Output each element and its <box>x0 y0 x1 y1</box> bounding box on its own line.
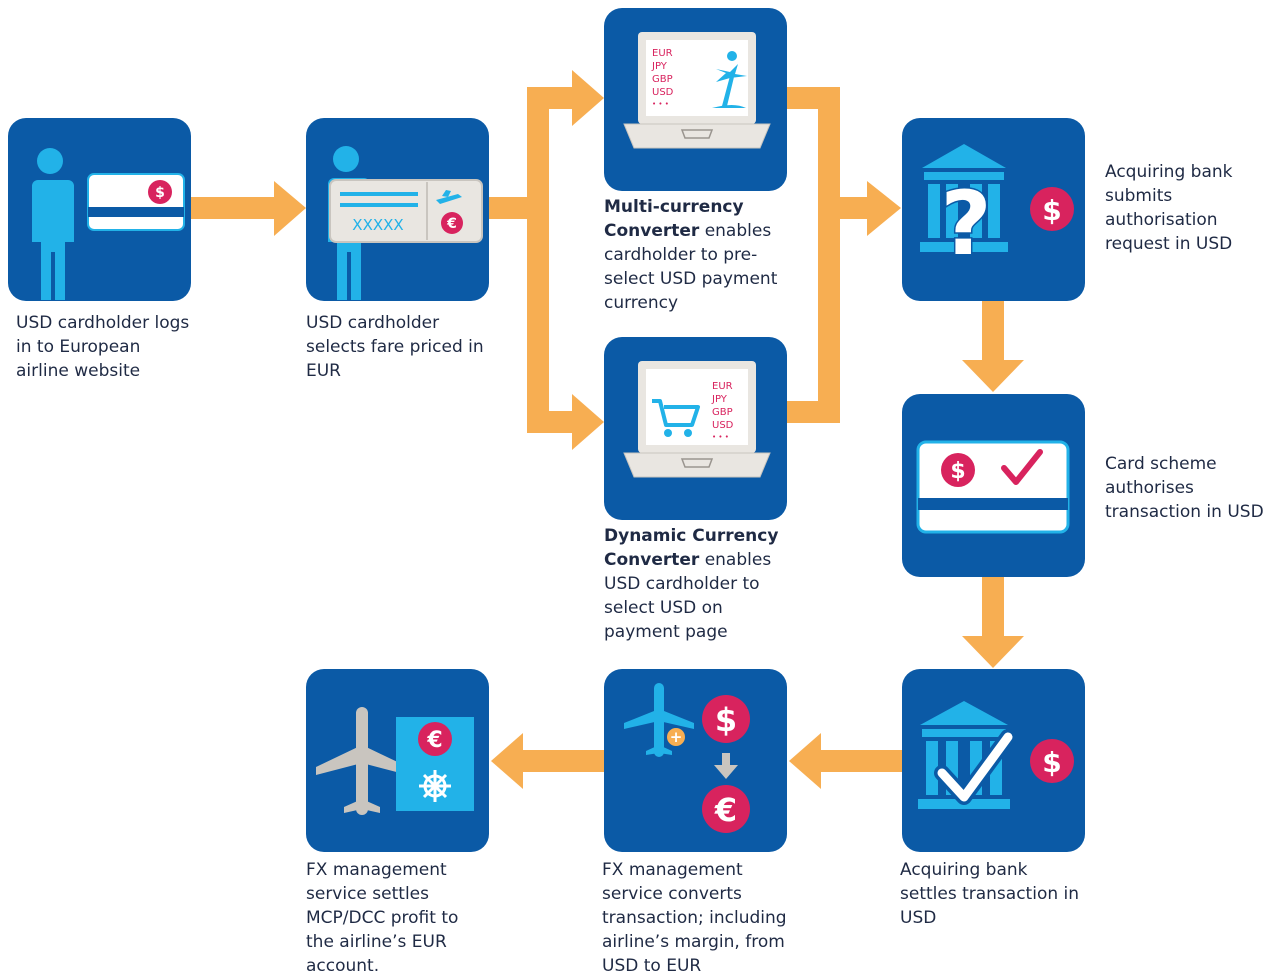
laptop-mcp-icon: EUR JPY GBP USD • • • <box>623 32 771 149</box>
mcp-ellipsis: • • • <box>652 100 669 108</box>
step-fx-settle-tile: € <box>306 669 489 852</box>
step-scheme-tile: $ <box>902 394 1085 577</box>
dcc-ellipsis: • • • <box>712 433 729 441</box>
dollar-symbol: $ <box>715 701 737 739</box>
step-scheme-caption: Card scheme authorises transaction in US… <box>1105 454 1264 522</box>
step-acq-settle-tile: $ <box>902 669 1085 852</box>
plane-glyph <box>436 190 462 204</box>
card-authorised-icon: $ <box>916 440 1070 534</box>
step-mcp-caption-rest: enables cardholder to pre-select USD pay… <box>604 221 778 313</box>
step-login-caption: USD cardholder logs in to European airli… <box>16 313 190 381</box>
airplane-icon <box>624 683 694 757</box>
plus-symbol: + <box>670 728 683 746</box>
step-fx-convert-tile: + $ € <box>604 669 787 852</box>
bank-check-icon: $ <box>918 701 1074 809</box>
dollar-symbol: $ <box>950 459 965 484</box>
bank-building-icon <box>920 144 1008 252</box>
step-dcc-caption-rest: enables USD cardholder to select USD on … <box>604 550 772 642</box>
dcc-currency-1: EUR <box>712 381 733 392</box>
dcc-currency-4: USD <box>712 420 734 431</box>
laptop-dcc-icon: EUR JPY GBP USD • • • <box>623 361 771 478</box>
step-mcp-tile: EUR JPY GBP USD • • • <box>604 8 787 191</box>
dcc-currency-3: GBP <box>712 407 733 418</box>
step-mcp-caption: Multi-currency Converter enables cardhol… <box>604 195 789 315</box>
step-acq-request-caption: Acquiring bank submits authorisation req… <box>1105 162 1233 254</box>
euro-symbol: € <box>446 216 457 232</box>
question-mark: ? <box>940 172 991 275</box>
step-acq-request-tile: ? $ <box>902 118 1085 301</box>
palm-tree-icon <box>716 64 747 106</box>
step-dcc-caption-bold: Dynamic Currency Converter <box>604 526 779 570</box>
mcp-currency-1: EUR <box>652 48 673 59</box>
mcp-currency-3: GBP <box>652 74 673 85</box>
checkmark-icon <box>1001 449 1043 485</box>
ticket-with-euro-icon: XXXXX € <box>328 146 483 300</box>
mcp-currency-2: JPY <box>651 61 668 72</box>
dollar-symbol: $ <box>1042 194 1061 227</box>
step-dcc-caption: Dynamic Currency Converter enables USD c… <box>604 524 789 644</box>
step-select-fare-tile: XXXXX € <box>306 118 489 301</box>
step-select-fare-caption: USD cardholder selects fare priced in EU… <box>306 313 484 381</box>
step-fx-convert-caption: FX management service converts transacti… <box>602 860 787 976</box>
step-login-tile: $ <box>8 118 191 301</box>
step-mcp-caption-bold: Multi-currency Converter <box>604 197 744 241</box>
bank-question-icon: ? $ <box>920 144 1074 277</box>
down-arrow-icon <box>714 765 738 779</box>
ship-wheel-icon <box>419 770 451 802</box>
mcp-currency-4: USD <box>652 87 674 98</box>
step-dcc-tile: EUR JPY GBP USD • • • <box>604 337 787 520</box>
dollar-symbol: $ <box>155 185 165 201</box>
euro-symbol: € <box>714 791 737 829</box>
step-acq-settle-caption: Acquiring bank settles transaction in US… <box>900 860 1080 928</box>
dollar-symbol: $ <box>1042 746 1061 779</box>
shopping-cart-icon <box>652 399 700 437</box>
checkmark-icon <box>937 732 1013 802</box>
airplane-icon <box>316 707 408 815</box>
fx-settle-icon: € <box>316 707 474 815</box>
dcc-currency-2: JPY <box>711 394 728 405</box>
step-fx-settle-caption: FX management service settles MCP/DCC pr… <box>306 860 459 976</box>
ticket-code: XXXXX <box>352 216 403 234</box>
euro-symbol: € <box>426 728 442 753</box>
fx-conversion-icon: + $ € <box>624 683 750 833</box>
cardholder-with-card-icon: $ <box>32 148 185 300</box>
sun-icon <box>727 51 737 61</box>
